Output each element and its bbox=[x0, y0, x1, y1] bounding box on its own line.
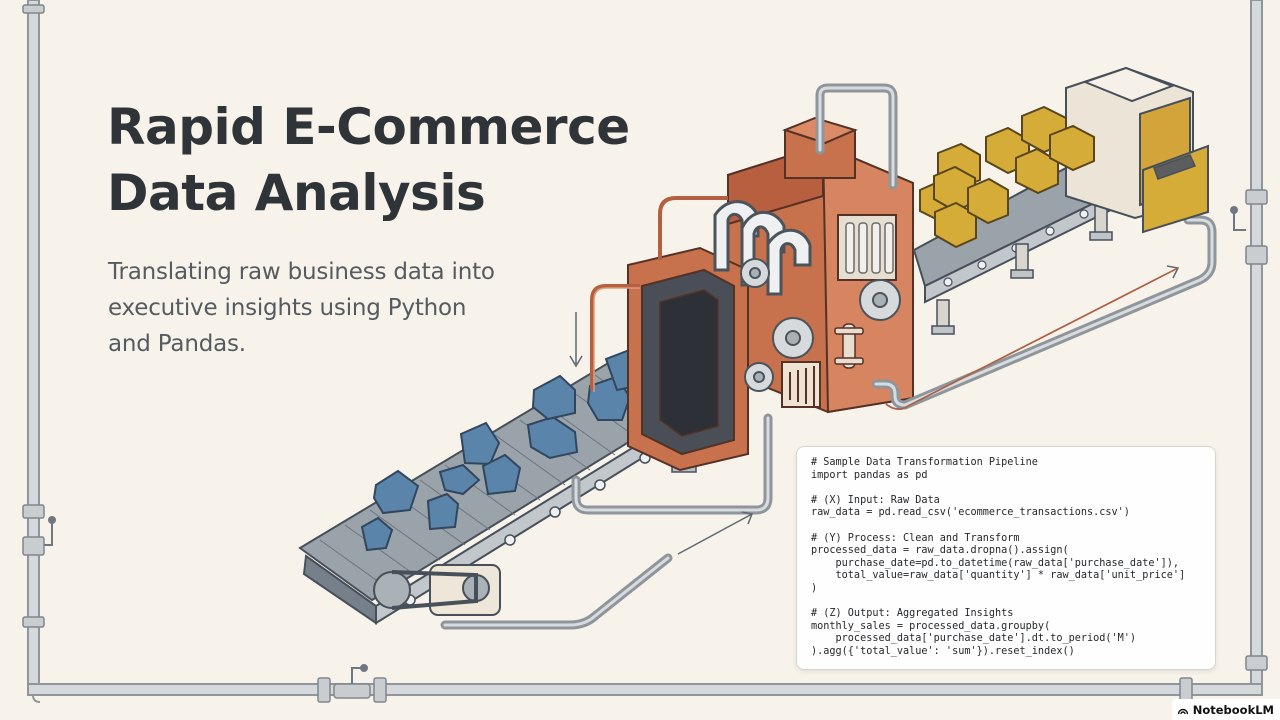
code-line: purchase_date=pd.to_datetime(raw_data['p… bbox=[811, 557, 1180, 569]
code-line bbox=[811, 596, 1203, 609]
code-line: # (X) Input: Raw Data bbox=[811, 494, 940, 506]
code-line: # (Z) Output: Aggregated Insights bbox=[811, 608, 1014, 620]
code-line: # Sample Data Transformation Pipeline bbox=[811, 457, 1038, 468]
slide-subtitle: Translating raw business data into execu… bbox=[108, 254, 548, 362]
output-conveyor bbox=[912, 66, 1209, 335]
insight-boxes bbox=[919, 105, 1095, 249]
code-line: ) bbox=[811, 582, 818, 594]
code-line: total_value=raw_data['quantity'] * raw_d… bbox=[811, 570, 1186, 582]
subtitle-line-1: Translating raw business data into bbox=[108, 259, 495, 285]
subtitle-line-2: executive insights using Python bbox=[108, 295, 467, 321]
code-line: monthly_sales = processed_data.groupby( bbox=[811, 620, 1051, 632]
notebooklm-icon bbox=[1177, 708, 1188, 714]
code-line: ).agg({'total_value': 'sum'}).reset_inde… bbox=[811, 645, 1075, 657]
code-line: processed_data = raw_data.dropna().assig… bbox=[811, 545, 1069, 557]
title-line-2: Data Analysis bbox=[107, 164, 486, 222]
code-line: raw_data = pd.read_csv('ecommerce_transa… bbox=[811, 507, 1130, 519]
notebooklm-watermark: NotebookLM bbox=[1171, 699, 1280, 720]
code-line: # (Y) Process: Clean and Transform bbox=[811, 532, 1020, 544]
slide-title: Rapid E-Commerce Data Analysis bbox=[107, 94, 707, 226]
code-line: import pandas as pd bbox=[811, 469, 928, 481]
code-line bbox=[811, 482, 1203, 495]
watermark-label: NotebookLM bbox=[1192, 702, 1274, 717]
code-line bbox=[811, 520, 1203, 533]
subtitle-line-3: and Pandas. bbox=[108, 331, 246, 357]
code-line: processed_data['purchase_date'].dt.to_pe… bbox=[811, 633, 1137, 645]
title-line-1: Rapid E-Commerce bbox=[107, 98, 630, 156]
